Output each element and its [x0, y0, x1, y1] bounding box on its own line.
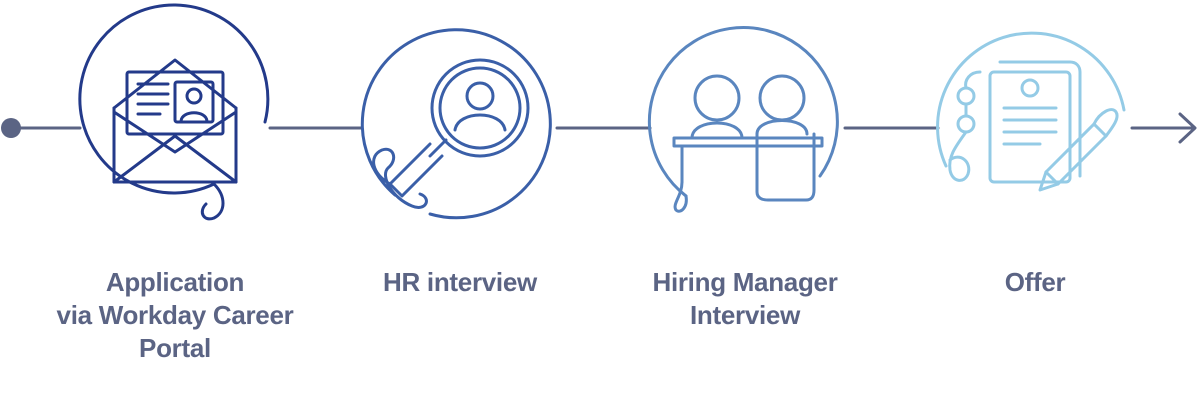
- step-label-application: Application via Workday Career Portal: [56, 267, 294, 363]
- timeline-start-dot: [1, 118, 21, 138]
- magnifier-person-icon: [360, 28, 552, 220]
- two-people-at-table-icon: [647, 26, 839, 213]
- step-label-offer: Offer: [1004, 267, 1066, 297]
- timeline: [8, 112, 1197, 144]
- contract-with-pen-icon: [936, 31, 1126, 192]
- step-label-hiring-manager-interview: Hiring Manager Interview: [652, 267, 838, 330]
- step-label-hr-interview: HR interview: [383, 267, 537, 297]
- envelope-with-id-card-icon: [78, 3, 270, 221]
- timeline-arrowhead: [1178, 112, 1197, 144]
